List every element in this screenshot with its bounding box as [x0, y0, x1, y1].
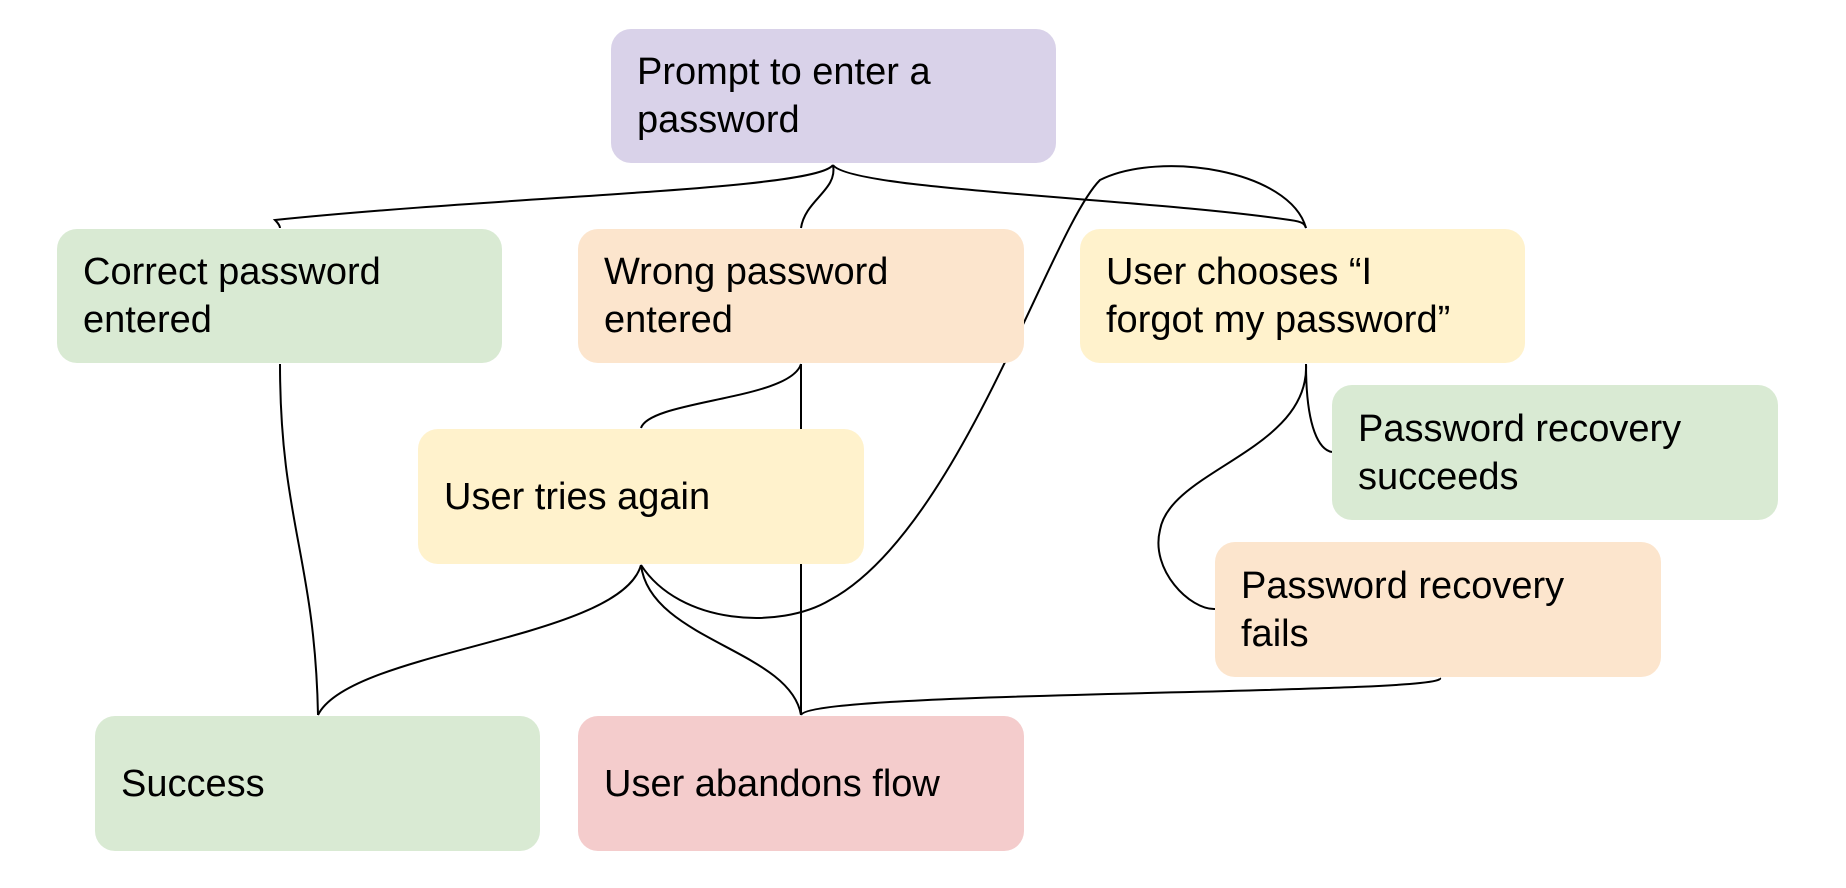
node-tries-again: User tries again: [418, 429, 864, 564]
node-success: Success: [95, 716, 540, 851]
node-success-label: Success: [121, 762, 265, 805]
node-abandons-flow: User abandons flow: [578, 716, 1024, 851]
edge-correct-success: [279, 363, 319, 716]
edge-forgot-succeeds: [1305, 363, 1333, 453]
edge-tries-abandon: [640, 564, 802, 716]
edge-prompt-correct: [272, 164, 834, 229]
edge-tries-success: [317, 564, 642, 716]
edge-prompt-wrong: [800, 164, 835, 229]
edge-forgot-fails: [1157, 363, 1308, 611]
edge-fails-abandon: [800, 677, 1442, 716]
edge-prompt-forgot: [832, 164, 1307, 229]
node-tries-again-label: User tries again: [444, 475, 711, 518]
edge-tries-forgot: [640, 165, 1307, 619]
node-abandons-flow-label: User abandons flow: [604, 762, 940, 805]
edge-wrong-tries: [640, 363, 802, 429]
